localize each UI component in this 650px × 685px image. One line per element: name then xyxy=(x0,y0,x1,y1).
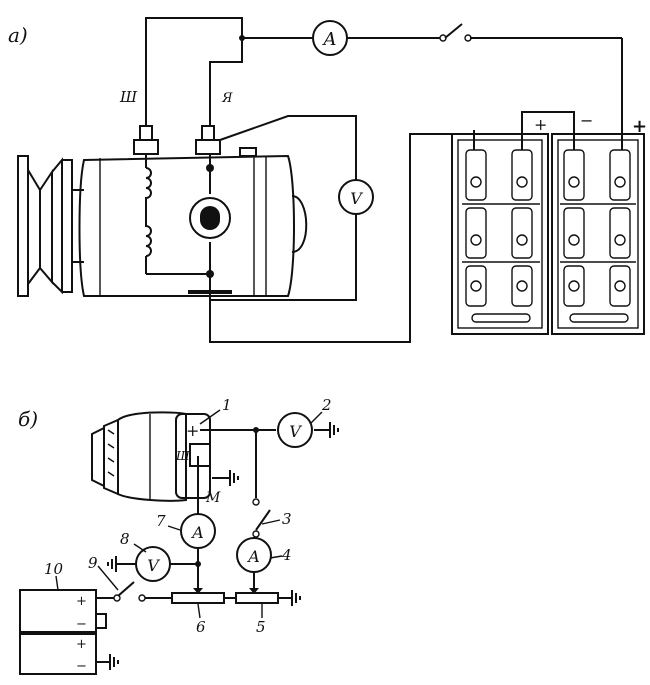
generator-b xyxy=(91,411,211,502)
generator-pulley xyxy=(17,155,84,297)
battery-top-minus: − xyxy=(76,617,87,632)
voltmeter-2: V xyxy=(277,412,313,448)
battery-10-bottom: + − xyxy=(19,633,97,675)
callout-9: 9 xyxy=(88,554,98,572)
battery-bottom-minus: − xyxy=(76,659,87,674)
ammeter-7-label: A xyxy=(190,523,204,542)
callout-2: 2 xyxy=(321,396,332,414)
callout-leaders xyxy=(55,409,323,619)
terminal-sh-label: Ш xyxy=(119,88,138,106)
battery-pack: + − + xyxy=(451,111,647,335)
generator-plus-label: + xyxy=(186,421,199,440)
terminal-ya-label: Я xyxy=(221,91,233,106)
diagram-b-label: б) xyxy=(18,407,38,431)
callout-3: 3 xyxy=(282,510,292,528)
ammeter-a: A xyxy=(312,20,348,56)
ammeter-a-label: A xyxy=(322,29,337,50)
voltmeter-2-label: V xyxy=(289,422,302,441)
voltmeter-8-label: V xyxy=(147,556,160,575)
battery-top-plus: + xyxy=(76,594,87,609)
callout-10: 10 xyxy=(44,560,64,578)
generator-m-label: М xyxy=(205,490,221,506)
callout-6: 6 xyxy=(196,618,206,636)
terminal-ya xyxy=(195,125,221,155)
callout-8: 8 xyxy=(120,530,130,548)
field-winding xyxy=(145,154,210,275)
diagram-b: б) + Ш М xyxy=(18,396,339,675)
rheostat-6 xyxy=(171,588,225,604)
callout-4: 4 xyxy=(281,546,292,564)
battery-bottom-plus: + xyxy=(76,637,87,652)
battery-plus-left: + xyxy=(534,115,547,134)
terminal-sh xyxy=(133,125,159,155)
switch-a xyxy=(439,23,472,42)
callout-5: 5 xyxy=(256,618,266,636)
rheostat-5 xyxy=(235,588,279,604)
voltmeter-a: V xyxy=(338,179,374,215)
wiring-b xyxy=(96,422,339,670)
diagram-a: а) Ш Я xyxy=(8,17,647,343)
callout-1: 1 xyxy=(222,396,232,414)
wiring-a xyxy=(145,17,623,343)
callouts: 1 2 3 4 5 6 7 8 9 10 xyxy=(44,396,332,636)
generator-housing xyxy=(78,147,308,297)
ammeter-4: A xyxy=(236,537,272,573)
diagram-a-label: а) xyxy=(8,23,28,47)
ammeter-4-label: A xyxy=(246,547,260,566)
armature xyxy=(188,154,232,294)
voltmeter-8: V xyxy=(135,546,171,582)
battery-plus-right: + xyxy=(632,116,647,137)
ammeter-7: A xyxy=(180,513,216,549)
generator-sh-label: Ш xyxy=(175,449,190,463)
battery-minus-mid: − xyxy=(580,111,593,130)
callout-7: 7 xyxy=(156,512,166,530)
voltmeter-a-label: V xyxy=(350,189,363,208)
battery-10-top: + − xyxy=(19,589,97,633)
